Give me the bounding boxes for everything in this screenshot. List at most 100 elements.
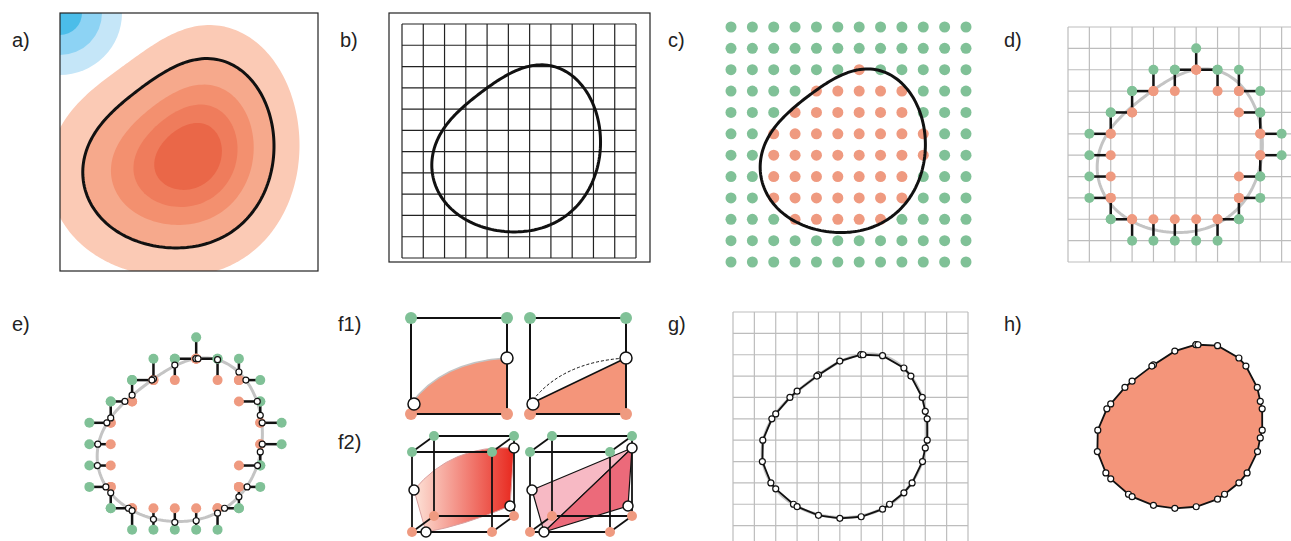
grid-sample <box>896 128 907 139</box>
crossing-point <box>95 441 101 447</box>
grid-sample <box>939 43 950 54</box>
crossing-point <box>215 357 221 363</box>
grid-sample <box>875 86 886 97</box>
grid-line <box>635 24 636 258</box>
grid-sample <box>875 107 886 118</box>
grid-line <box>1174 27 1175 262</box>
outside-sample <box>191 525 201 535</box>
grid-sample <box>811 43 822 54</box>
grid-sample <box>832 235 843 246</box>
crossing-point <box>149 377 155 383</box>
grid-line <box>402 257 636 258</box>
field-level <box>154 123 222 190</box>
outside-sample <box>1213 65 1223 75</box>
grid-sample <box>811 128 822 139</box>
grid-sample <box>811 192 822 203</box>
cold-region <box>60 13 82 35</box>
grid-sample <box>939 107 950 118</box>
outside-sample <box>1255 193 1265 203</box>
crossing-point <box>922 408 928 414</box>
crossing-point <box>129 508 135 514</box>
grid-sample <box>939 192 950 203</box>
crossing-point <box>922 445 928 451</box>
grid-sample <box>832 214 843 225</box>
inside-sample <box>1234 86 1244 96</box>
inside-sample <box>1106 129 1116 139</box>
panel-label: f2) <box>338 432 361 452</box>
grid-sample <box>726 86 737 97</box>
crossing-point <box>880 506 886 512</box>
crossing-point <box>901 365 907 371</box>
grid-sample <box>768 150 779 161</box>
inside-sample <box>1106 193 1116 203</box>
cube-edge <box>530 451 610 453</box>
grid-line <box>402 23 636 24</box>
grid-sample <box>939 214 950 225</box>
grid-sample <box>854 128 865 139</box>
outside-sample <box>213 354 223 364</box>
crossing-point <box>195 356 201 362</box>
crossing-point <box>759 459 765 465</box>
inside-sample <box>1234 193 1244 203</box>
outside-sample <box>1170 65 1180 75</box>
crossing-point <box>1255 449 1261 455</box>
grid-sample <box>896 43 907 54</box>
inside-sample <box>1170 214 1180 224</box>
grid-sample <box>768 64 779 75</box>
grid-sample <box>790 150 801 161</box>
grid-sample <box>726 235 737 246</box>
crossing-point <box>1193 504 1199 510</box>
grid-sample <box>811 171 822 182</box>
outside-sample <box>1127 86 1137 96</box>
corner-sample <box>524 312 536 324</box>
panel-g <box>733 312 968 541</box>
corner-sample <box>407 527 417 537</box>
grid-sample <box>854 86 865 97</box>
outside-sample <box>234 503 244 513</box>
grid-sample <box>747 257 758 268</box>
crossing-point <box>1094 449 1100 455</box>
crossing-point <box>129 392 135 398</box>
grid-sample <box>875 235 886 246</box>
grid-sample <box>768 107 779 118</box>
grid-sample <box>939 22 950 33</box>
outside-sample <box>1213 65 1223 75</box>
cube-edge <box>434 435 514 437</box>
crossing-point <box>244 484 250 490</box>
crossing-point <box>193 518 199 524</box>
crossing-point <box>1104 406 1110 412</box>
true-contour <box>530 358 626 404</box>
grid-sample <box>832 257 843 268</box>
grid-line <box>903 312 904 541</box>
crossing-point <box>1259 427 1265 433</box>
grid-sample <box>832 128 843 139</box>
outside-sample <box>1234 214 1244 224</box>
grid-line <box>861 312 862 541</box>
grid-sample <box>961 150 972 161</box>
crossing-point <box>172 362 178 368</box>
grid-line <box>402 87 636 88</box>
crossing-point <box>1172 505 1178 511</box>
crossing-point <box>1108 476 1114 482</box>
inside-sample <box>1213 86 1223 96</box>
crossing-point <box>1129 494 1135 500</box>
outside-sample <box>255 482 265 492</box>
corner-sample <box>547 431 557 441</box>
grid-sample <box>939 257 950 268</box>
grid-sample <box>918 257 929 268</box>
grid-line <box>733 375 968 376</box>
corner-sample <box>525 447 535 457</box>
grid-sample <box>875 171 886 182</box>
grid-line <box>614 24 615 258</box>
grid-sample <box>939 235 950 246</box>
crossing-point <box>815 512 821 518</box>
crossing-point <box>924 437 930 443</box>
crossing-point <box>421 527 431 537</box>
grid-sample <box>896 235 907 246</box>
crossing-point <box>236 494 242 500</box>
outside-sample <box>1106 214 1116 224</box>
grid-line <box>967 312 968 541</box>
grid-sample <box>726 22 737 33</box>
crossing-point <box>408 398 420 410</box>
grid-sample <box>747 22 758 33</box>
